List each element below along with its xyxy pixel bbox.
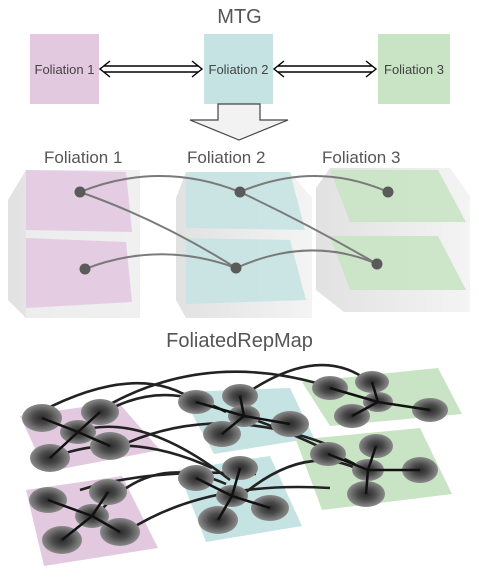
foliated-rep-map-title: FoliatedRepMap [166, 330, 313, 352]
frm-cluster-2-bottom [178, 456, 289, 534]
mtg-foliation-3-label: Foliation 3 [384, 61, 444, 77]
double-arrow-icon [272, 60, 378, 78]
frm-cluster-2-top [178, 384, 309, 447]
frm-cluster-3-top [312, 371, 448, 428]
cube-foliation-1-label: Foliation 1 [44, 148, 123, 167]
mtg-foliation-1-label: Foliation 1 [34, 61, 95, 77]
cube-foliation-2-label: Foliation 2 [187, 148, 266, 167]
mtg-foliation-3-box [378, 34, 450, 104]
foliation-3-cube [316, 168, 470, 312]
frm-cluster-1-top [22, 399, 130, 472]
double-arrow-icon [98, 60, 204, 78]
mtg-foliation-2-box [204, 34, 273, 104]
frm-cluster-3-bottom [310, 434, 438, 507]
foliation-1-cube [8, 170, 140, 318]
mtg-foliation-2-label: Foliation 2 [208, 61, 269, 77]
mtg-foliation-1-box [30, 34, 99, 104]
mtg-vertices [74, 186, 394, 275]
mtg-edges [79, 175, 389, 270]
down-arrow-icon [189, 103, 289, 141]
foliation-2-cube [176, 172, 312, 318]
cube-foliation-3-label: Foliation 3 [322, 148, 401, 167]
mtg-title: MTG [217, 6, 262, 28]
frm-cluster-1-bottom [29, 479, 140, 554]
